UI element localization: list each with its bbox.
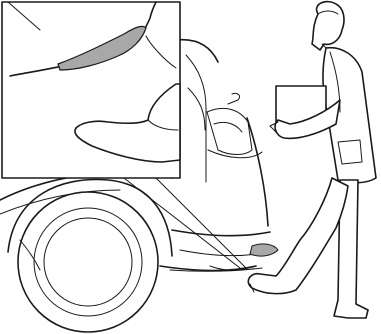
tire-outer: [18, 192, 158, 332]
callout-pointer-right: [156, 178, 246, 268]
rear-wiper: [228, 93, 240, 104]
tail-light-detail: [214, 122, 242, 132]
person-head: [312, 2, 344, 50]
rear-glass-line: [188, 88, 205, 130]
body-crease: [208, 150, 262, 158]
car-roof-line: [176, 40, 218, 62]
person-kicking-leg: [248, 178, 348, 294]
zoom-callout: [2, 2, 246, 268]
rear-bumper-top: [172, 230, 270, 236]
person-carrying-box: [248, 2, 376, 318]
tire-inner: [34, 208, 142, 316]
kick-sensor-highlight: [250, 244, 278, 256]
tail-light: [207, 108, 252, 154]
wheel-rim: [44, 218, 132, 306]
liftgate-edge: [186, 55, 206, 182]
